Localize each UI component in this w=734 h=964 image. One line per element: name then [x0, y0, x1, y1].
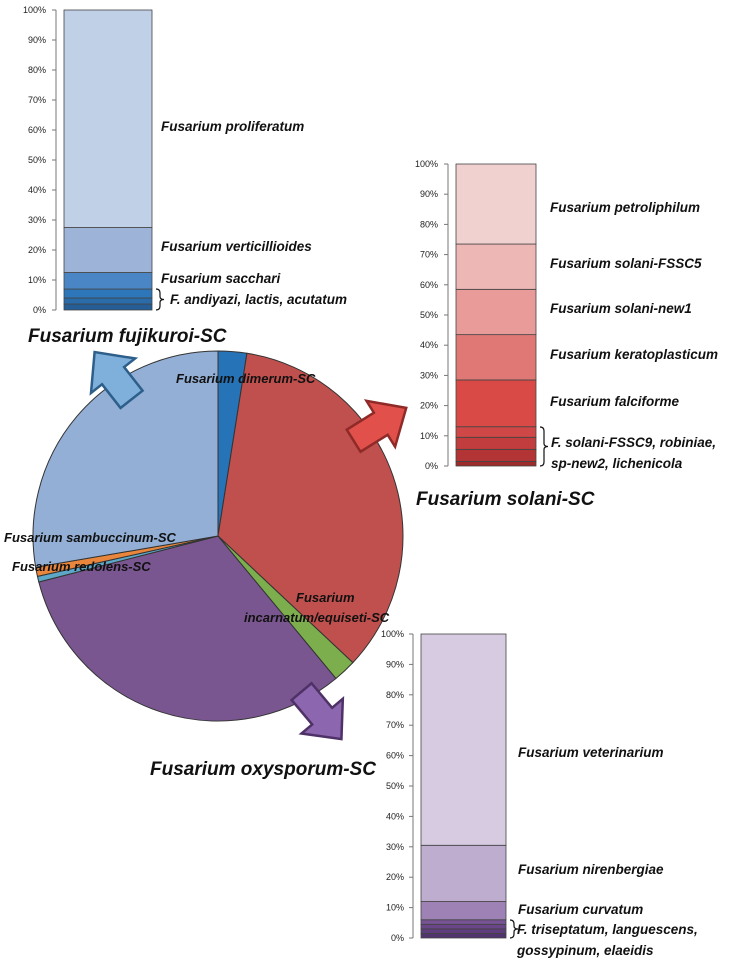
bar-segment — [420, 923, 507, 930]
y-tick-label: 80% — [420, 219, 438, 229]
y-tick-label: 60% — [28, 125, 46, 135]
y-tick-label: 30% — [420, 370, 438, 380]
bar-segment-fusarium-veterinarium — [420, 633, 507, 846]
brace-label-line-2: sp-new2, lichenicola — [551, 456, 683, 471]
bar-segment — [420, 928, 507, 934]
bar-segment-fusarium-curvatum — [420, 901, 507, 921]
bar-segment-fusarium-nirenbergiae — [420, 844, 507, 902]
bar-segment-fusarium-solani-fssc5 — [455, 243, 537, 290]
y-tick-label: 100% — [381, 629, 404, 639]
y-tick-label: 50% — [28, 155, 46, 165]
bar-segment — [63, 303, 153, 311]
y-tick-label: 50% — [420, 310, 438, 320]
y-tick-label: 100% — [415, 159, 438, 169]
grouping-brace — [509, 919, 519, 939]
segment-label-fusarium-nirenbergiae: Fusarium nirenbergiae — [518, 862, 664, 877]
y-tick-label: 90% — [28, 35, 46, 45]
bar-segment-fusarium-keratoplasticum — [455, 334, 537, 381]
y-tick-label: 50% — [386, 781, 404, 791]
y-tick-label: 100% — [23, 5, 46, 15]
bar-segment — [455, 461, 537, 467]
arrow-to-fujikuroi — [89, 350, 145, 410]
y-tick-label: 10% — [28, 275, 46, 285]
segment-label-fusarium-falciforme: Fusarium falciforme — [550, 394, 680, 409]
bar-segment — [63, 297, 153, 305]
bar-segment — [420, 919, 507, 925]
y-tick-label: 70% — [386, 720, 404, 730]
bar-segment-fusarium-falciforme — [455, 379, 537, 428]
pie-label-dimerum: Fusarium dimerum-SC — [176, 371, 316, 386]
y-tick-label: 70% — [420, 250, 438, 260]
pie-label-incarnatum-line1: Fusarium — [296, 590, 355, 605]
segment-label-fusarium-curvatum: Fusarium curvatum — [518, 902, 643, 917]
bar-segment-fusarium-verticillioides — [63, 227, 153, 273]
y-tick-label: 60% — [386, 751, 404, 761]
brace-label-line-1: F. andiyazi, lactis, acutatum — [170, 292, 347, 307]
stacked-bar-solani: 0% 10% 20% 30% 40% 50% 60% 70% 80% 90% 100% Fusariu… — [415, 159, 718, 471]
y-tick-label: 20% — [386, 872, 404, 882]
segment-label-fusarium-petroliphilum: Fusarium petroliphilum — [550, 200, 700, 215]
segment-label-fusarium-veterinarium: Fusarium veterinarium — [518, 745, 664, 760]
pie-label-sambuccinum: Fusarium sambuccinum-SC — [4, 530, 177, 545]
bar-segment-fusarium-sacchari — [63, 272, 153, 290]
y-tick-label: 40% — [28, 185, 46, 195]
y-tick-label: 70% — [28, 95, 46, 105]
y-tick-label: 30% — [386, 842, 404, 852]
segment-label-fusarium-solani-new1: Fusarium solani-new1 — [550, 301, 692, 316]
y-tick-label: 20% — [28, 245, 46, 255]
y-tick-label: 10% — [386, 903, 404, 913]
pie-label-redolens: Fusarium redolens-SC — [12, 559, 151, 574]
stacked-bar-oxysporum: 0% 10% 20% 30% 40% 50% 60% 70% 80% 90% 100% Fusariu… — [381, 629, 698, 958]
segment-label-fusarium-solani-fssc5: Fusarium solani-FSSC5 — [550, 256, 702, 271]
y-tick-label: 20% — [420, 401, 438, 411]
bar-segment — [455, 448, 537, 462]
bar-segment-fusarium-petroliphilum — [455, 163, 537, 245]
arrow-to-solani — [345, 399, 408, 454]
segment-label-fusarium-keratoplasticum: Fusarium keratoplasticum — [550, 347, 718, 362]
arrow-to-oxysporum — [289, 681, 345, 741]
y-tick-label: 0% — [425, 461, 438, 471]
y-tick-label: 40% — [386, 811, 404, 821]
y-tick-label: 60% — [420, 280, 438, 290]
y-tick-label: 30% — [28, 215, 46, 225]
brace-label-line-2: gossypinum, elaeidis — [516, 943, 654, 958]
stacked-bar-fujikuroi: 0% 10% 20% 30% 40% 50% 60% 70% 80% 90% 100% Fusariu… — [23, 5, 347, 315]
y-tick-label: 80% — [28, 65, 46, 75]
bar-segment — [455, 426, 537, 438]
segment-label-fusarium-proliferatum: Fusarium proliferatum — [161, 119, 304, 134]
pie-label-incarnatum-line2: incarnatum/equiseti-SC — [244, 610, 390, 625]
segment-label-fusarium-sacchari: Fusarium sacchari — [161, 271, 281, 286]
y-tick-label: 90% — [420, 189, 438, 199]
title-fujikuroi-sc: Fusarium fujikuroi-SC — [28, 326, 227, 347]
title-oxysporum-sc: Fusarium oxysporum-SC — [150, 759, 376, 780]
bar-segment-fusarium-proliferatum — [63, 9, 153, 228]
grouping-brace — [155, 288, 165, 311]
brace-label-line-1: F. triseptatum, languescens, — [517, 922, 698, 937]
title-solani-sc: Fusarium solani-SC — [416, 489, 595, 510]
grouping-brace — [539, 426, 549, 467]
bar-segment — [63, 288, 153, 299]
y-tick-label: 10% — [420, 431, 438, 441]
brace-label-line-1: F. solani-FSSC9, robiniae, — [551, 435, 716, 450]
y-tick-label: 0% — [33, 305, 46, 315]
pie-slice-fusarium-fujikuroi-sc — [32, 350, 219, 568]
bar-segment — [420, 933, 507, 939]
y-tick-label: 0% — [391, 933, 404, 943]
bar-segment — [455, 436, 537, 450]
bar-segment-fusarium-solani-new1 — [455, 288, 537, 336]
segment-label-fusarium-verticillioides: Fusarium verticillioides — [161, 239, 312, 254]
y-tick-label: 90% — [386, 659, 404, 669]
y-tick-label: 80% — [386, 690, 404, 700]
y-tick-label: 40% — [420, 340, 438, 350]
